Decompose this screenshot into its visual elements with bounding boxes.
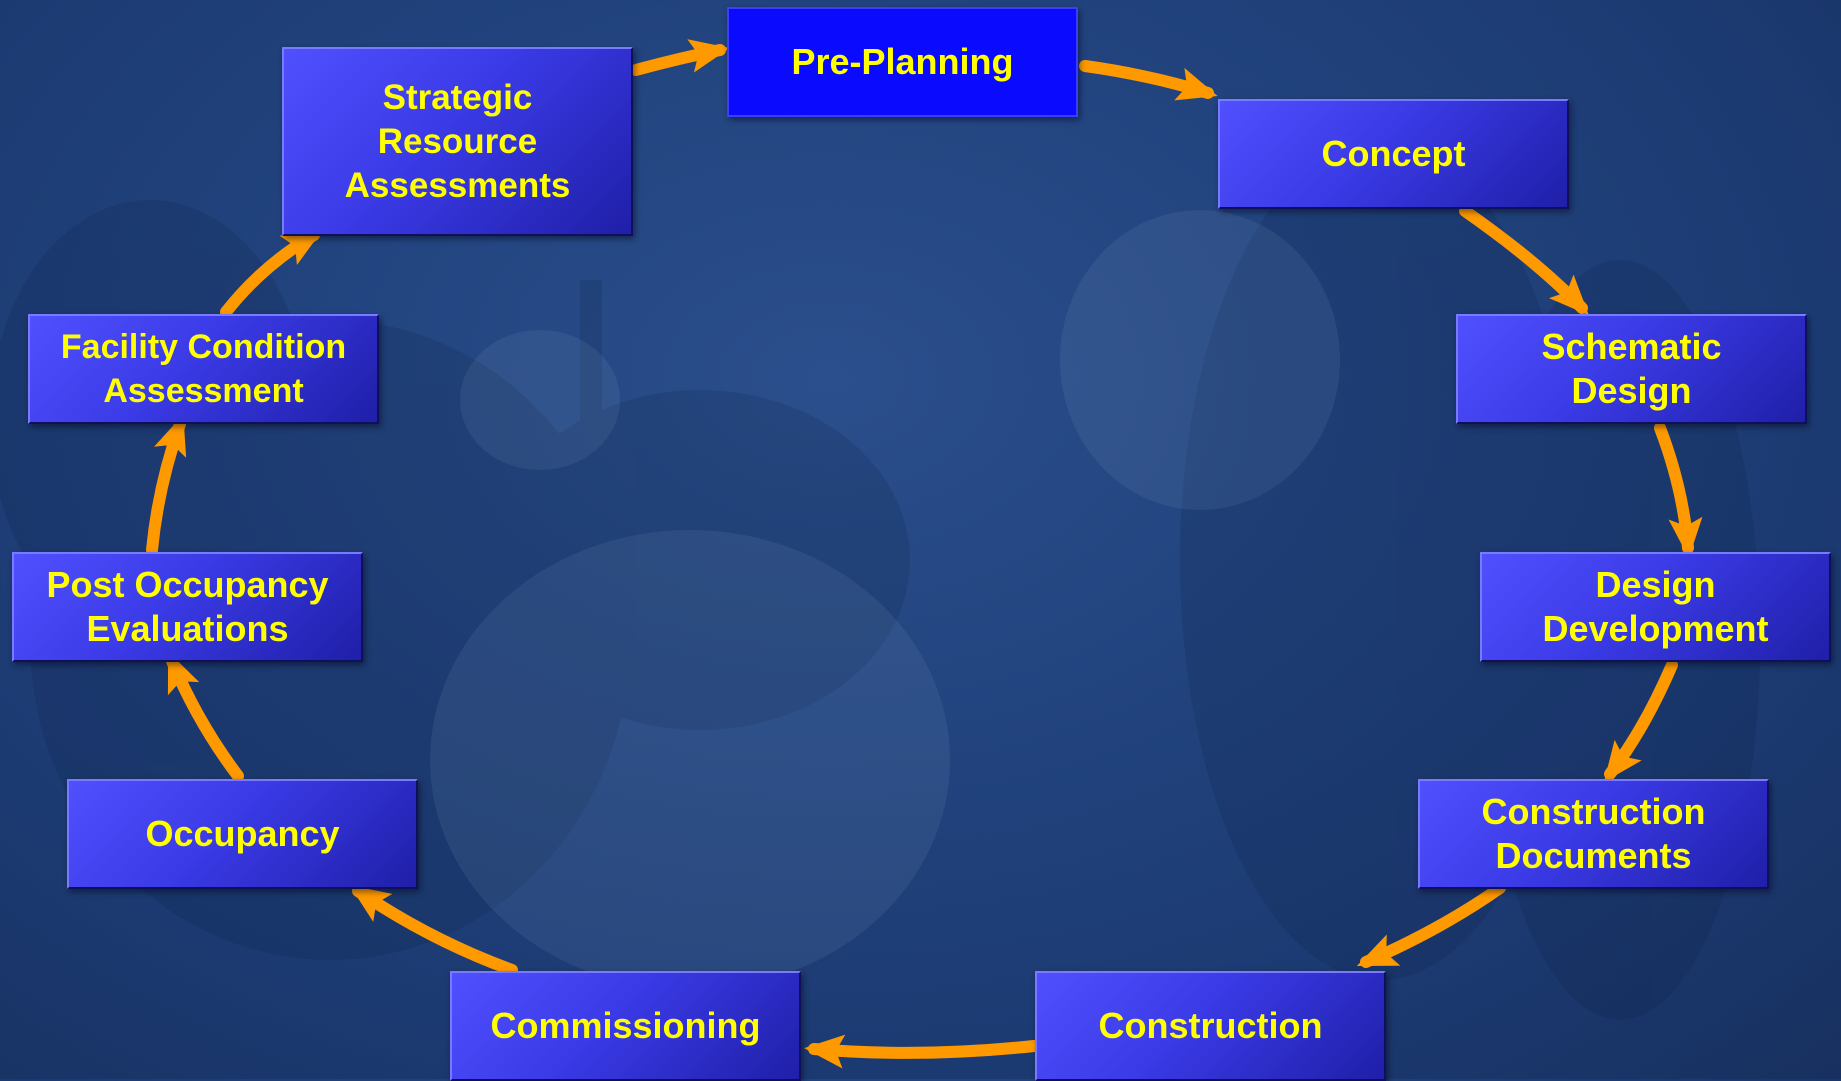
stage-facility-condition-assessment: Facility Condition Assessment xyxy=(28,314,379,424)
stage-pre-planning: Pre-Planning xyxy=(727,7,1078,117)
arrow-construction-documents-to-construction xyxy=(1356,882,1506,968)
arrow-commissioning-to-occupancy xyxy=(349,885,518,976)
stage-construction-label: Construction xyxy=(1098,1005,1323,1046)
arrow-design-development-to-construction-documents xyxy=(1603,659,1678,782)
stage-concept-label: Concept xyxy=(1321,133,1466,174)
stage-occupancy: Occupancy xyxy=(67,779,418,889)
arrow-facility-condition-to-strategic xyxy=(220,229,323,318)
arrow-strategic-to-preplanning xyxy=(630,39,730,76)
stage-construction-documents: Construction Documents xyxy=(1418,779,1769,889)
stage-construction: Construction xyxy=(1035,971,1386,1081)
stage-design-development: Design Development xyxy=(1480,552,1831,662)
stage-schematic-design-label: Schematic Design xyxy=(1541,326,1722,411)
arrow-concept-to-schematic-design xyxy=(1459,205,1589,316)
stage-post-occupancy-evaluations: Post Occupancy Evaluations xyxy=(12,552,363,662)
arrow-schematic-to-design-development xyxy=(1654,422,1703,558)
stage-schematic-design: Schematic Design xyxy=(1456,314,1807,424)
stage-construction-documents-label: Construction Documents xyxy=(1481,791,1706,876)
arrow-construction-to-commissioning xyxy=(804,1034,1040,1069)
arrow-post-occupancy-to-facility-condition xyxy=(146,414,187,556)
stage-facility-condition-assessment-label: Facility Condition Assessment xyxy=(60,328,347,410)
stage-concept: Concept xyxy=(1218,99,1569,209)
arrow-occupancy-to-post-occupancy xyxy=(166,651,244,782)
stage-post-occupancy-evaluations-label: Post Occupancy Evaluations xyxy=(46,564,329,649)
stage-commissioning: Commissioning xyxy=(450,971,801,1081)
stage-strategic-resource-assessments-label: Strategic Resource Assessments xyxy=(344,77,571,205)
stage-occupancy-label: Occupancy xyxy=(145,813,340,854)
stage-commissioning-label: Commissioning xyxy=(490,1005,761,1046)
stage-strategic-resource-assessments: Strategic Resource Assessments xyxy=(282,47,633,236)
stage-design-development-label: Design Development xyxy=(1542,564,1769,649)
arrow-preplanning-to-concept xyxy=(1079,60,1218,101)
stage-pre-planning-label: Pre-Planning xyxy=(791,41,1014,82)
